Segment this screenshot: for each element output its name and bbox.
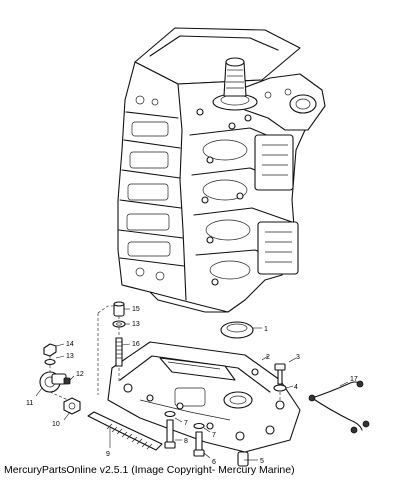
upper-mount-arm xyxy=(237,73,326,131)
nut xyxy=(43,343,57,357)
callout-17: 17 xyxy=(350,376,358,383)
callout-14: 14 xyxy=(66,341,74,348)
callout-13a: 13 xyxy=(66,353,74,360)
callout-3: 3 xyxy=(296,354,300,361)
callout-labels: 1 2 3 4 5 6 7 7 8 9 10 11 12 13 13 14 15… xyxy=(26,306,358,466)
callout-5: 5 xyxy=(260,458,264,465)
callout-7b: 7 xyxy=(212,432,216,439)
stud xyxy=(115,337,123,367)
image-caption: MercuryPartsOnline v2.5.1 (Image Copyrig… xyxy=(4,464,295,476)
washer xyxy=(273,384,287,392)
nut xyxy=(63,397,81,415)
washer xyxy=(112,320,126,328)
callout-13b: 13 xyxy=(132,321,140,328)
washer xyxy=(193,422,205,430)
washer xyxy=(164,410,176,418)
callout-1: 1 xyxy=(264,326,268,333)
washer xyxy=(44,358,56,366)
bolt xyxy=(193,431,205,457)
long-stud xyxy=(87,411,163,451)
callout-leaders xyxy=(35,308,349,461)
callout-7a: 7 xyxy=(184,420,188,427)
callout-9: 9 xyxy=(106,451,110,458)
sleeve xyxy=(113,301,125,317)
callout-8: 8 xyxy=(184,438,188,445)
callout-15: 15 xyxy=(132,306,140,313)
cylinder-block xyxy=(117,27,306,313)
callout-6: 6 xyxy=(212,459,216,466)
callout-11: 11 xyxy=(26,400,33,407)
callout-12: 12 xyxy=(76,371,84,378)
seal-ring xyxy=(220,321,262,339)
wire-harness xyxy=(308,380,370,434)
bolt xyxy=(164,419,176,449)
callout-10: 10 xyxy=(52,421,60,428)
callout-16: 16 xyxy=(132,341,140,348)
callout-4: 4 xyxy=(294,384,298,391)
pin xyxy=(63,377,71,385)
adapter-plate xyxy=(107,341,301,453)
bolt xyxy=(274,363,286,385)
callout-2: 2 xyxy=(266,354,270,361)
dowel-pin xyxy=(237,451,249,467)
crankshaft-end xyxy=(212,57,258,111)
collar xyxy=(39,371,67,393)
